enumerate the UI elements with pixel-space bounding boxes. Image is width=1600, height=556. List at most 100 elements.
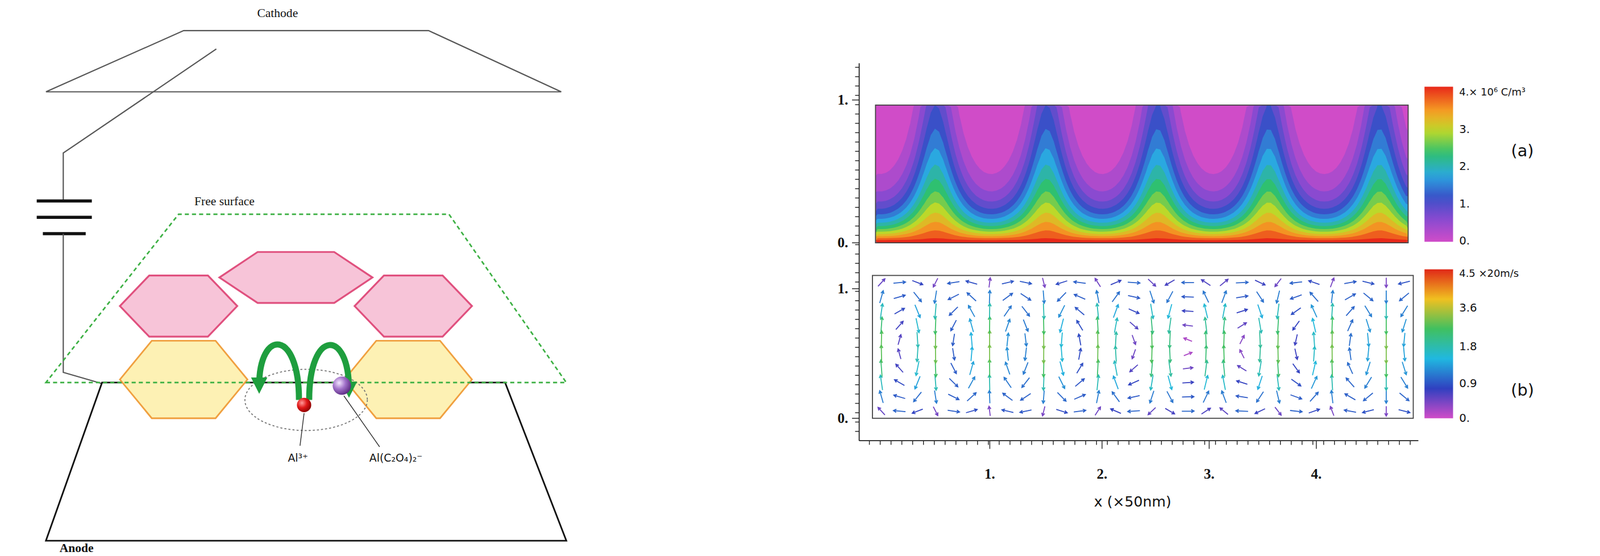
tick-mark (854, 384, 859, 385)
velocity-arrow (1222, 291, 1228, 303)
charge-contours (875, 105, 1408, 243)
velocity-arrow (951, 333, 955, 346)
velocity-arrow (1399, 392, 1409, 401)
velocity-arrow (894, 294, 906, 299)
tick-mark (1052, 440, 1054, 445)
velocity-arrow (1258, 331, 1263, 348)
velocity-arrow (1276, 317, 1279, 335)
velocity-arrow (1311, 376, 1317, 389)
velocity-arrow (894, 379, 905, 386)
panel-label: (b) (1510, 381, 1535, 401)
colorbar-label: 1. (1459, 197, 1470, 211)
tick-mark (1398, 440, 1400, 445)
velocity-arrow (1075, 307, 1085, 315)
velocity-arrow (1019, 409, 1032, 414)
velocity-arrow (1291, 379, 1302, 386)
velocity-arrow (893, 409, 906, 413)
axis-title: x (×50nm) (1094, 493, 1172, 510)
tick-mark (852, 242, 860, 243)
tick-mark (1312, 440, 1313, 445)
velocity-arrow (1330, 390, 1333, 403)
velocity-arrow (1096, 375, 1100, 391)
velocity-arrow (1095, 290, 1100, 303)
velocity-arrow (895, 321, 904, 330)
velocity-arrow (1310, 292, 1319, 302)
tick-mark (1107, 440, 1108, 445)
ion-label: Al³⁺ (287, 451, 309, 465)
velocity-arrow (1290, 294, 1302, 300)
velocity-arrow (1002, 408, 1014, 413)
velocity-arrow (1181, 280, 1194, 285)
velocity-arrow (1293, 320, 1300, 330)
velocity-arrow (1398, 409, 1411, 414)
axis-tick: 0. (837, 234, 849, 252)
velocity-arrow (947, 409, 960, 413)
velocity-arrow (1362, 281, 1374, 286)
tick-mark (1301, 440, 1303, 445)
tick-mark (1377, 440, 1378, 445)
velocity-arrow (1293, 363, 1300, 373)
tick-mark (1387, 440, 1389, 445)
tick-mark (854, 67, 859, 68)
velocity-arrow (879, 290, 884, 303)
velocity-arrow (1254, 280, 1266, 286)
velocity-arrow (1112, 391, 1120, 402)
tick-mark (854, 393, 859, 394)
tick-mark (1150, 440, 1151, 445)
colorbar-label: 0.9 (1459, 376, 1477, 390)
velocity-arrow (1113, 360, 1118, 376)
velocity-arrow (1398, 281, 1411, 286)
velocity-arrow (1149, 291, 1155, 303)
velocity-arrow (1078, 348, 1082, 360)
tick-mark (854, 300, 859, 301)
contour-band (875, 230, 1408, 243)
velocity-arrow (878, 407, 885, 415)
velocity-arrow (1166, 291, 1173, 302)
contour-band (875, 190, 1408, 243)
velocity-arrow (1257, 360, 1262, 377)
velocity-arrow (969, 318, 974, 332)
velocity-arrow (1168, 345, 1173, 363)
tick-mark (998, 440, 1000, 445)
velocity-arrow (1165, 279, 1175, 286)
tick-mark (854, 318, 859, 320)
velocity-arrow (1401, 376, 1408, 388)
velocity-arrow (1276, 303, 1279, 319)
axis-tick: 1. (837, 280, 849, 297)
tick-mark (1085, 440, 1086, 445)
tick-mark (854, 169, 859, 170)
velocity-arrow (1235, 409, 1248, 413)
velocity-arrow (1384, 290, 1388, 304)
tick-mark (854, 85, 859, 87)
velocity-arrow (1363, 292, 1373, 301)
colorbar (1424, 86, 1453, 243)
velocity-arrow (1204, 375, 1209, 390)
velocity-arrow (898, 334, 902, 346)
velocity-arrow (1201, 408, 1211, 414)
velocity-arrow (1020, 393, 1032, 401)
velocity-arrow (880, 303, 884, 319)
velocity-arrow (1019, 281, 1032, 285)
tick-mark (854, 346, 859, 348)
tick-mark (854, 225, 859, 227)
contour-band (875, 164, 1408, 243)
velocity-arrow (1095, 316, 1100, 334)
velocity-arrow (1311, 305, 1317, 318)
ion-label: Al(C₂O₄)₂⁻ (369, 451, 423, 465)
velocity-arrow (970, 346, 974, 361)
cell-schematic (36, 30, 567, 541)
tick-mark (1215, 440, 1216, 445)
colorbar (1424, 269, 1453, 419)
velocity-arrow (1203, 304, 1208, 319)
velocity-arrow (1021, 377, 1030, 388)
velocity-arrow (1021, 306, 1030, 317)
velocity-arrow (1402, 333, 1406, 347)
velocity-arrow (1112, 375, 1119, 389)
contour-band (875, 178, 1408, 243)
velocity-arrow (1148, 407, 1156, 415)
velocity-arrow (1057, 392, 1066, 401)
velocity-arrow (912, 280, 923, 285)
velocity-arrow (1312, 346, 1316, 362)
